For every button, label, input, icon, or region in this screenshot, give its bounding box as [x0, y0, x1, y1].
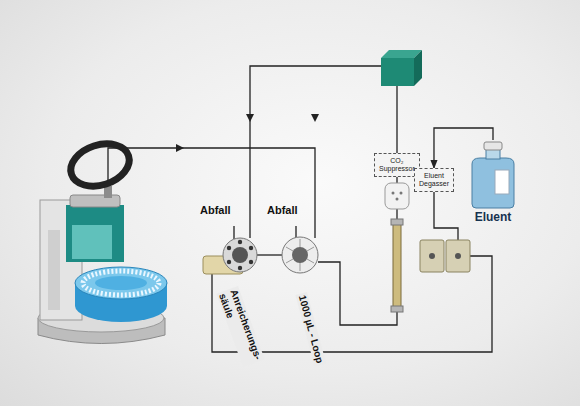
autosampler-part: [66, 205, 124, 262]
autosampler-part: [83, 271, 159, 295]
autosampler-part: [70, 195, 120, 207]
suppressor-and-column-part: [396, 198, 399, 201]
pump-part: [429, 253, 435, 259]
autosampler: [38, 137, 167, 344]
pump: [420, 240, 470, 272]
waste-label: Abfall: [267, 204, 298, 217]
valves-part: [286, 239, 314, 271]
pump-part: [455, 253, 461, 259]
dashed-box: CO₂ Suppressor: [374, 153, 420, 177]
tubing-part: [108, 148, 315, 238]
suppressor-and-column-part: [385, 183, 409, 209]
valves-part: [292, 247, 308, 263]
bottle-outline: [466, 140, 520, 210]
autosampler-part: [95, 276, 147, 290]
tubing-part: [250, 66, 381, 238]
suppressor-and-column-part: [391, 219, 403, 225]
valves: [203, 237, 318, 274]
valves-part: [223, 238, 257, 272]
tubing-part: [257, 254, 282, 255]
eluent-bottle: Eluent: [466, 140, 520, 224]
pump-part: [420, 240, 444, 272]
dashed-box: Eluent Degasser: [414, 168, 454, 192]
autosampler-part: [75, 267, 167, 299]
autosampler-part: [72, 225, 112, 259]
flow-arrow: [176, 114, 319, 152]
suppressor-and-column-part: [392, 192, 395, 195]
valves-part: [227, 260, 231, 264]
bottle-part: [495, 170, 509, 194]
pump-part: [446, 240, 470, 272]
flow-arrow-part: [311, 114, 319, 122]
loop-label: 1000 µL - Loop: [296, 292, 326, 367]
node-text: Eluent: [466, 210, 520, 224]
autosampler-part: [48, 230, 60, 310]
suppressor-and-column-part: [400, 192, 403, 195]
tubing-part: [434, 185, 458, 240]
valves-part: [249, 260, 253, 264]
valves-part: [238, 240, 242, 244]
flow-arrow-part: [246, 114, 254, 122]
detector-part: [381, 58, 414, 86]
suppressor-and-column: [385, 183, 409, 312]
suppressor-and-column-part: [391, 306, 403, 312]
detector: [381, 50, 422, 86]
valves-part: [238, 266, 242, 270]
node-text: Eluent Degasser: [419, 172, 449, 188]
bottle-part: [484, 142, 502, 150]
bottle-part: [472, 158, 514, 208]
detector-part: [414, 50, 422, 86]
flow-arrow-part: [176, 144, 184, 152]
valves-part: [232, 247, 248, 263]
node-text: CO₂ Suppressor: [379, 157, 415, 173]
suppressor-and-column-part: [393, 222, 401, 310]
autosampler-part: [65, 137, 134, 194]
tubing-part: [396, 86, 397, 160]
valves-part: [227, 246, 231, 250]
tubing-part: [234, 226, 296, 239]
tubing-part: [318, 262, 397, 325]
waste-label: Abfall: [200, 204, 231, 217]
column-label: Anreicherungs- säule: [216, 286, 264, 367]
valves-part: [249, 246, 253, 250]
valves-part: [282, 237, 318, 273]
